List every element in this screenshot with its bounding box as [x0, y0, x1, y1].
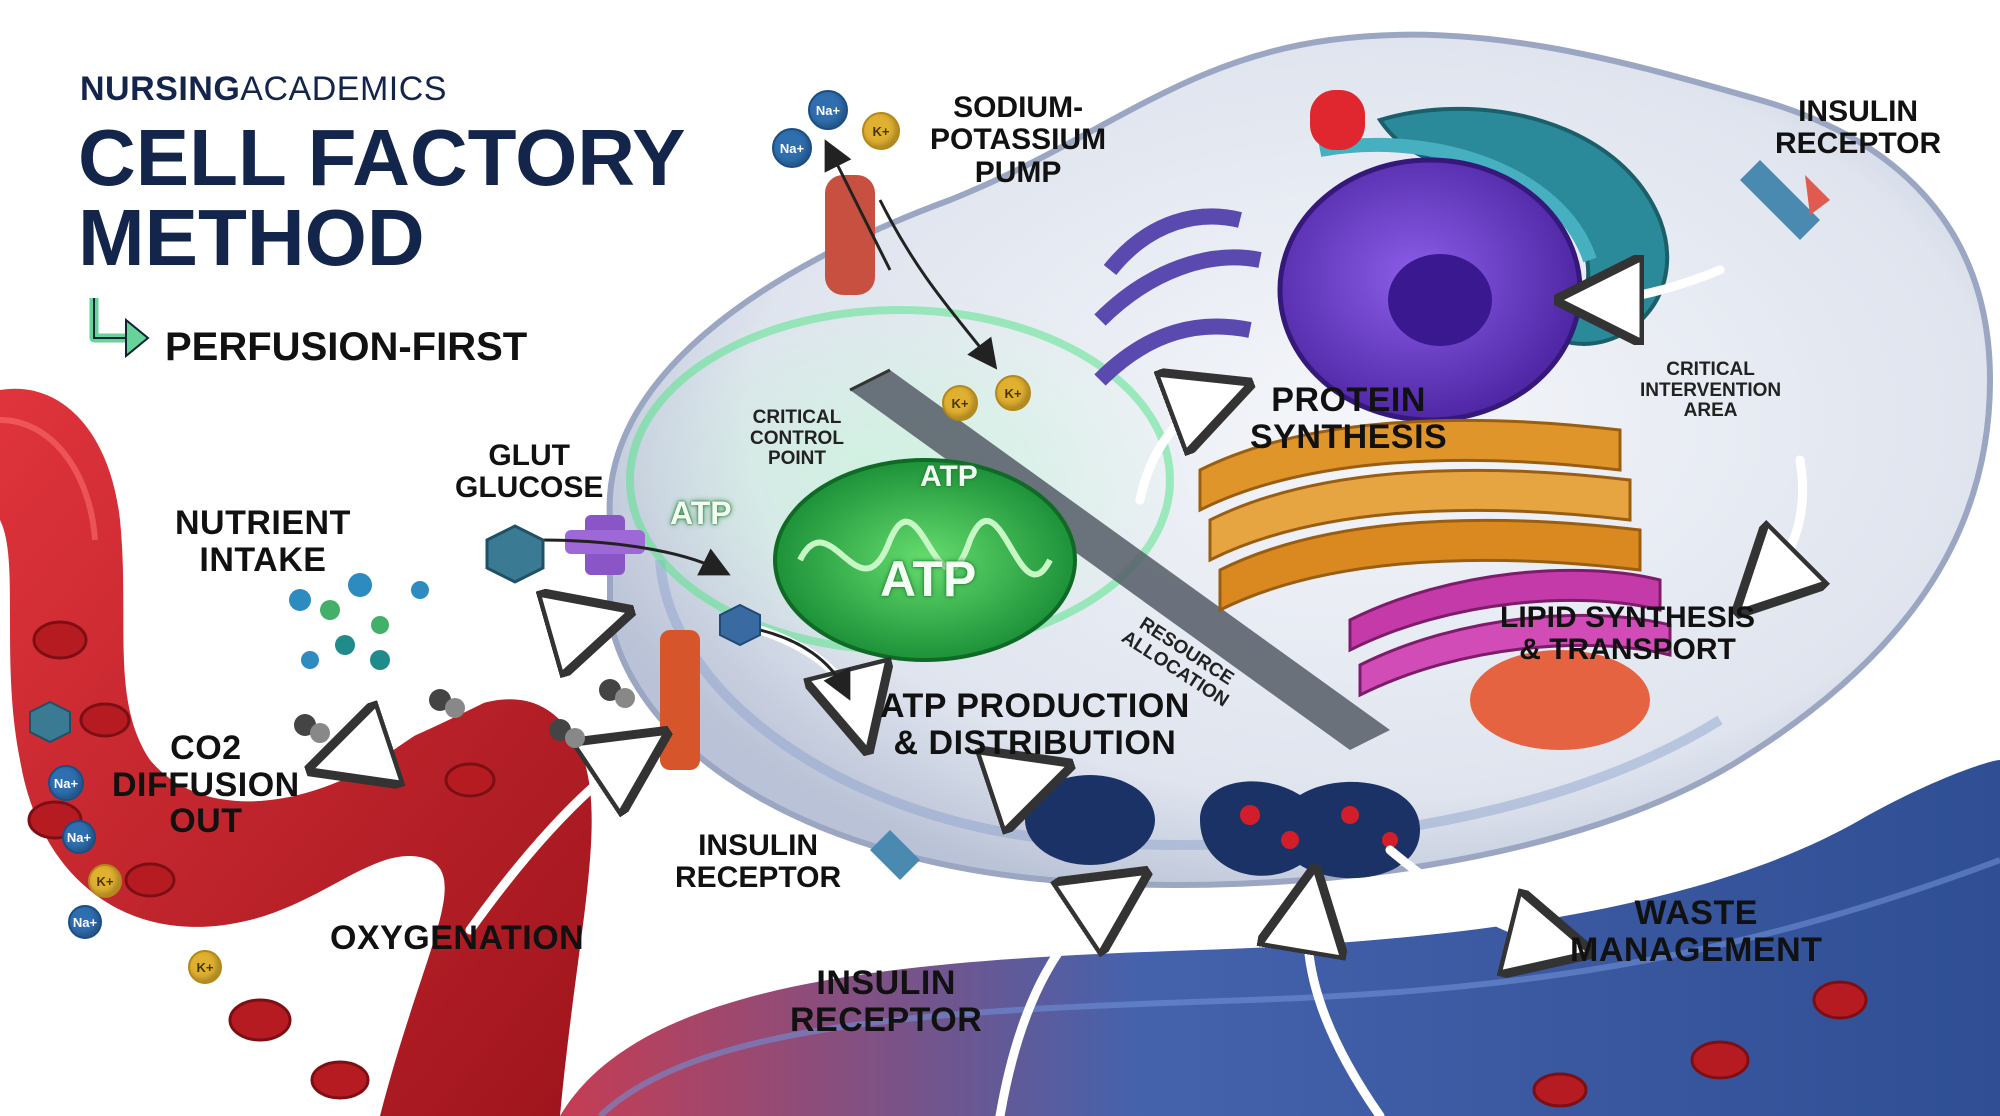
label-oxygenation: OXYGENATION [330, 919, 585, 957]
artery [0, 388, 592, 1116]
title-line-2: METHOD [78, 193, 425, 282]
nutrient-particles [289, 573, 429, 670]
sodium-ion: Na+ [772, 128, 812, 168]
potassium-ion: K+ [995, 375, 1031, 411]
golgi-apparatus [1198, 418, 1642, 613]
page-title: CELL FACTORY METHOD [78, 118, 685, 278]
sodium-pump-channel [825, 175, 875, 295]
sodium-ion: Na+ [48, 765, 84, 801]
atp-label: ATP [920, 460, 978, 493]
subtitle: PERFUSION-FIRST [165, 325, 528, 369]
sodium-ion: Na+ [68, 905, 102, 939]
return-arrow-icon [89, 298, 150, 359]
atp-label: ATP [880, 551, 977, 607]
vesicle-left [1025, 775, 1155, 865]
mitochondrion [773, 458, 1077, 662]
insulin-receptor-right [1740, 160, 1820, 240]
vesicle-right [1200, 781, 1420, 879]
insulin-receptor-small [870, 830, 920, 880]
sodium-ion: Na+ [808, 90, 848, 130]
atp-label: ATP [670, 495, 732, 531]
conveyor-belt [850, 370, 1390, 750]
title-line-1: CELL FACTORY [78, 113, 686, 202]
potassium-ion: K+ [88, 864, 122, 898]
lipid-organelle [1348, 568, 1672, 750]
brand-light: ACADEMICS [240, 70, 447, 108]
label-lipid-synthesis: LIPID SYNTHESIS& TRANSPORT [1500, 601, 1756, 667]
label-atp-production: ATP PRODUCTION& DISTRIBUTION [880, 687, 1190, 762]
potassium-ion: K+ [188, 950, 222, 984]
potassium-ion: K+ [862, 112, 900, 150]
insulin-receptor-membrane [660, 630, 700, 770]
potassium-ion: K+ [942, 385, 978, 421]
brand-logo: NURSINGACADEMICS [80, 70, 447, 109]
glucose-hexagon [485, 524, 545, 584]
vein [560, 760, 2000, 1116]
flow-arrows [340, 270, 1803, 1116]
sodium-ion: Na+ [62, 820, 96, 854]
brand-bold: NURSING [80, 70, 241, 108]
co2-molecules [294, 679, 635, 748]
